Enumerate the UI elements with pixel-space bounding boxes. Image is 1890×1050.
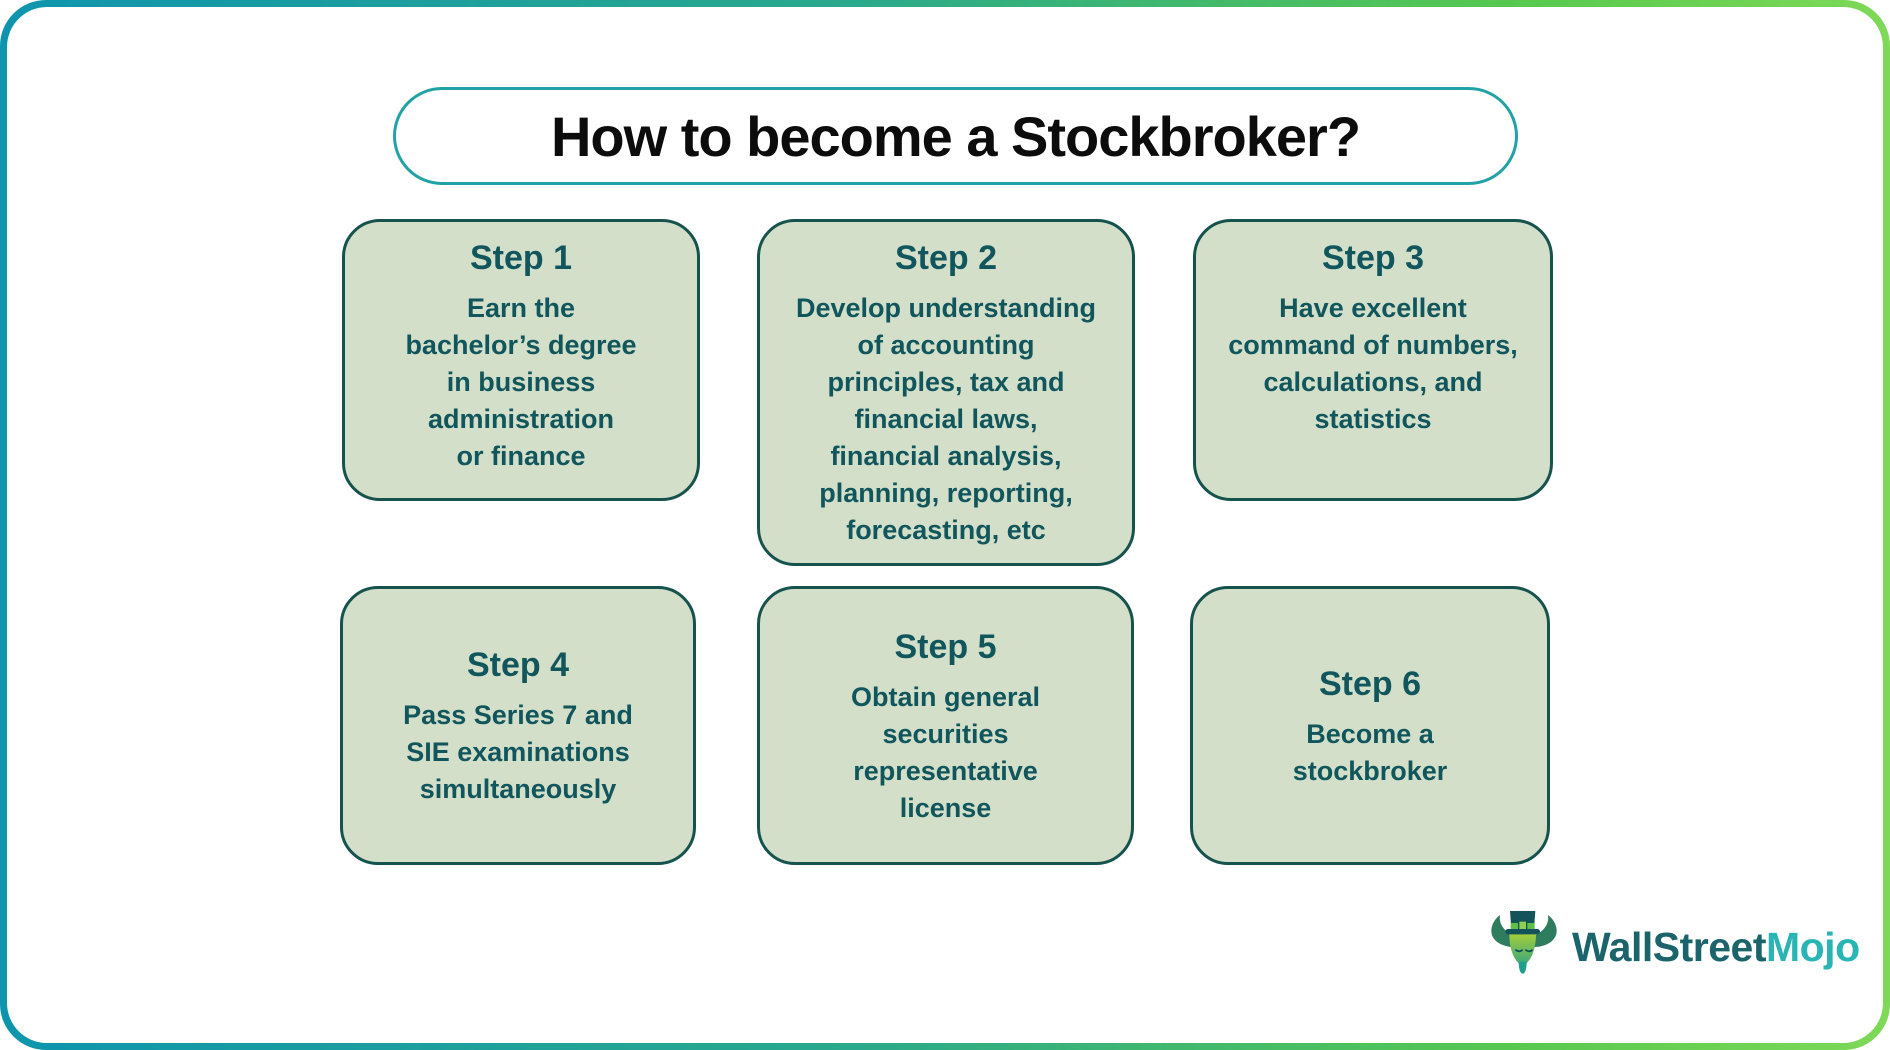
step-card-5: Step 5 Obtain general securities represe…: [757, 586, 1134, 865]
step-body: Develop understanding of accounting prin…: [795, 293, 1097, 545]
step-card-6: Step 6 Become a stockbroker: [1190, 586, 1550, 865]
step-body: Obtain general securities representative…: [850, 681, 1041, 823]
bull-with-top-hat-icon: [1484, 908, 1564, 987]
page-title: How to become a Stockbroker?: [550, 104, 1361, 168]
step-body: Become a stockbroker: [1292, 718, 1448, 786]
step-label: Step 5: [894, 627, 997, 666]
step-body: Pass Series 7 and SIE examinations simul…: [403, 700, 633, 804]
step-body: Earn the bachelor’s degree in business a…: [405, 293, 637, 471]
step-label: Step 6: [1318, 664, 1422, 703]
step-body: Have excellent command of numbers, calcu…: [1228, 293, 1518, 434]
step-card-1: Step 1 Earn the bachelor’s degree in bus…: [342, 219, 700, 501]
logo-wordmark: WallStreetMojo: [1572, 924, 1860, 971]
logo-wordmark-accent: Mojo: [1765, 924, 1860, 970]
wallstreetmojo-logo: WallStreetMojo: [1484, 908, 1860, 987]
title-banner: How to become a Stockbroker?: [393, 87, 1518, 185]
logo-wordmark-primary: WallStreet: [1572, 924, 1766, 970]
step-label: Step 4: [466, 646, 570, 684]
step-card-2: Step 2 Develop understanding of accounti…: [757, 219, 1135, 566]
step-card-4: Step 4 Pass Series 7 and SIE examination…: [340, 586, 696, 865]
step-label: Step 2: [894, 239, 998, 277]
step-label: Step 3: [1321, 239, 1425, 277]
step-label: Step 1: [469, 239, 573, 277]
step-card-3: Step 3 Have excellent command of numbers…: [1193, 219, 1553, 501]
